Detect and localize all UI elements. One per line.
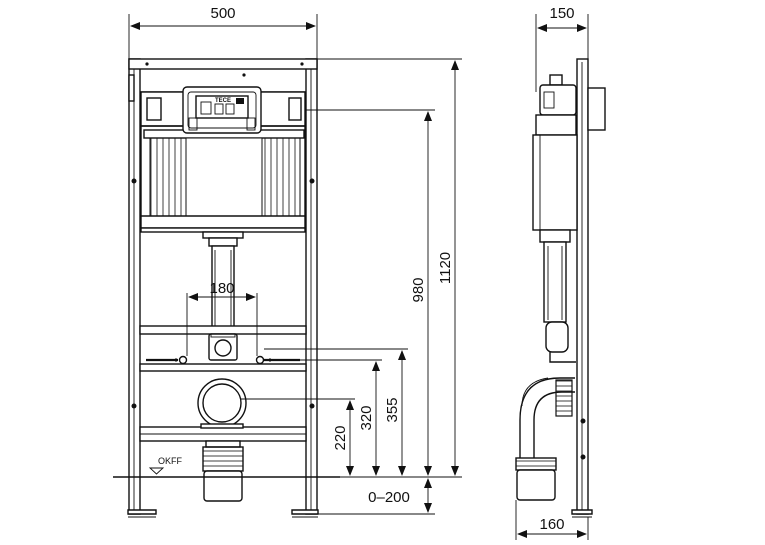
- okff-label: OKFF: [158, 456, 183, 466]
- water-inlet: [208, 333, 238, 361]
- brand-label: TECE: [215, 98, 231, 104]
- height-980-dimension: 980: [410, 111, 432, 476]
- h1120-label: 1120: [437, 252, 454, 284]
- frame: [127, 58, 319, 518]
- adjust-range-dimension: 0–200: [368, 478, 432, 513]
- h980-label: 980: [410, 277, 427, 302]
- side-rail: [571, 58, 606, 518]
- h320-label: 320: [358, 405, 375, 430]
- width-label: 500: [210, 5, 235, 22]
- bolt-spacing-dimension: 180: [186, 280, 258, 356]
- h220-label: 220: [332, 425, 349, 450]
- side-flush-pipe: [543, 241, 576, 363]
- waste-pipe: [202, 440, 244, 502]
- side-waste-bend: [515, 377, 575, 501]
- flush-pipe: [202, 231, 244, 329]
- spacing-label: 180: [209, 280, 234, 297]
- drain-outlet: [197, 378, 247, 429]
- adjust-range-label: 0–200: [368, 489, 410, 506]
- okff-marker: OKFF: [148, 456, 183, 475]
- height-1120-dimension: 1120: [437, 60, 459, 476]
- flush-plate-frame: TECE: [182, 86, 262, 134]
- h355-label: 355: [384, 397, 401, 422]
- height-220-dimension: 220: [332, 400, 354, 476]
- height-extension-lines: [240, 58, 462, 515]
- depth-bottom-dimension: 160: [515, 500, 589, 540]
- cistern-side: [532, 74, 578, 243]
- height-355-dimension: 355: [384, 350, 406, 476]
- depth-bottom-label: 160: [539, 516, 564, 533]
- side-view: 150: [515, 5, 606, 540]
- depth-top-label: 150: [549, 5, 574, 22]
- depth-top-dimension: 150: [535, 5, 589, 92]
- front-view: TECE: [113, 5, 462, 518]
- width-dimension: 500: [128, 5, 318, 59]
- height-320-dimension: 320: [358, 361, 380, 476]
